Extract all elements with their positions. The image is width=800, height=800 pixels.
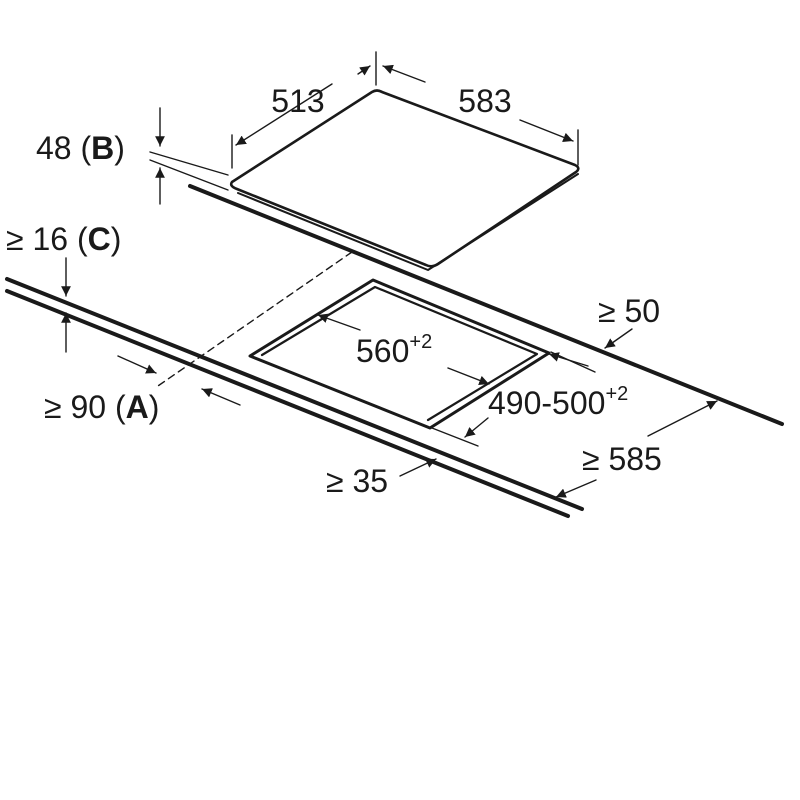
dimension-front-clearance: ≥ 35 <box>326 458 437 499</box>
front-clearance-label: ≥ 35 <box>326 463 388 499</box>
clearance-below-label: ≥ 16 (C) <box>6 221 121 257</box>
dimension-cutout-depth: 490-500+2 <box>431 351 628 447</box>
dimension-cutout-width: 560+2 <box>317 313 490 386</box>
cutout-depth-label: 490-500+2 <box>488 383 628 421</box>
dimension-countertop-depth: ≥ 585 <box>555 400 718 498</box>
countertop-depth-label: ≥ 585 <box>582 441 662 477</box>
hob-width-label: 583 <box>458 83 511 119</box>
side-clearance-label: ≥ 50 <box>598 293 660 329</box>
dimension-hob-depth: 513 <box>231 51 377 169</box>
hob-height-label: 48 (B) <box>36 130 125 166</box>
hob-plate <box>229 89 580 271</box>
dimension-hob-width: 583 <box>382 64 579 166</box>
hob-depth-label: 513 <box>271 83 324 119</box>
alignment-dashed-line <box>154 251 353 389</box>
dimension-front-edge: ≥ 90 (A) <box>44 355 241 425</box>
dimension-clearance-below: ≥ 16 (C) <box>6 221 121 353</box>
dimension-hob-height: 48 (B) <box>36 107 229 205</box>
countertop-back-edge <box>188 184 784 426</box>
dimension-side-clearance: ≥ 50 <box>598 293 660 349</box>
front-edge-label: ≥ 90 (A) <box>44 389 159 425</box>
cutout-width-label: 560+2 <box>356 331 432 369</box>
countertop-front-edge <box>5 277 584 518</box>
